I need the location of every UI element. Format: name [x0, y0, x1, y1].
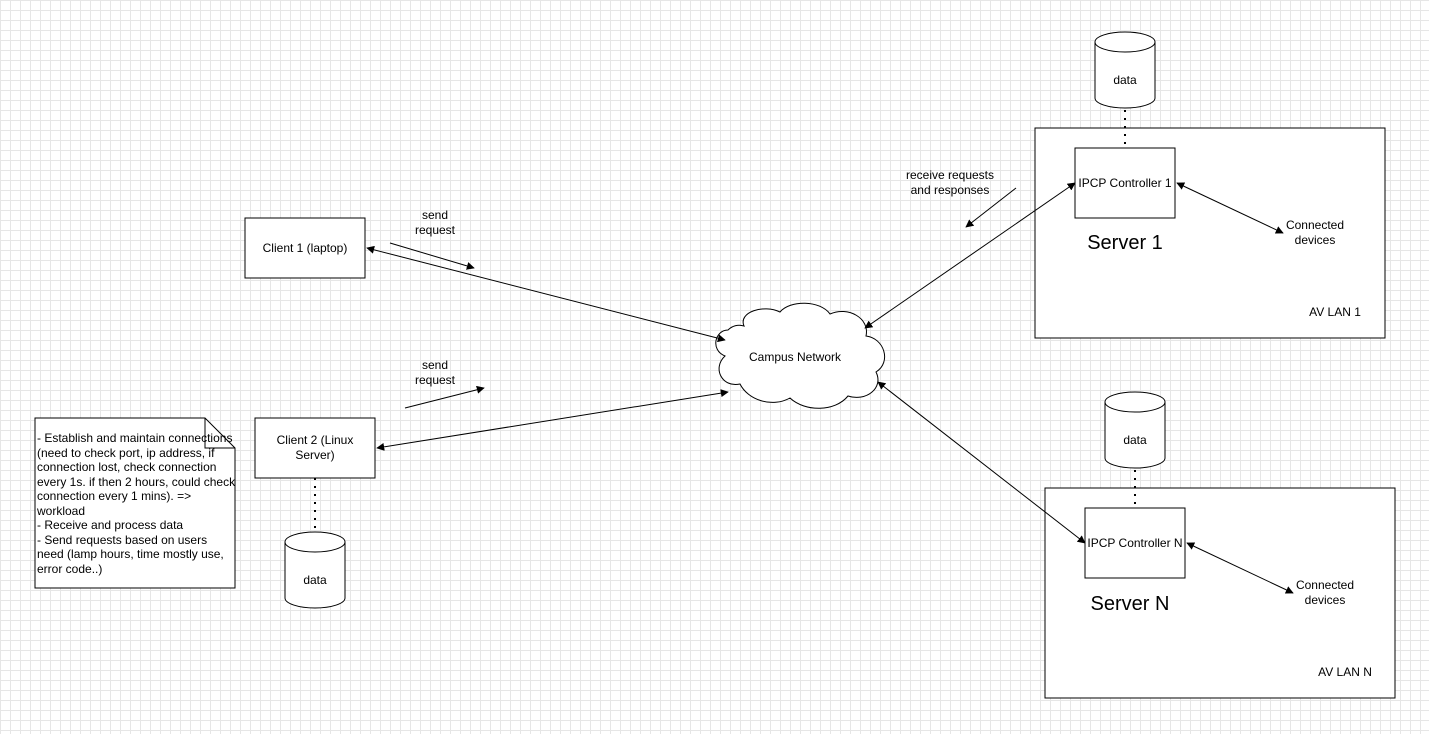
campus-network-cloud[interactable] [715, 302, 886, 409]
note-fold [204, 418, 235, 449]
client-1-box[interactable] [244, 217, 366, 279]
direction-arrow-send-2 [404, 385, 485, 409]
server-n-database[interactable] [1104, 391, 1166, 469]
av-lan-n-label: AV LAN N [1318, 665, 1372, 679]
server-1-database[interactable] [1094, 31, 1156, 109]
client-2-box[interactable] [254, 417, 376, 479]
ipcp-controller-1-box[interactable] [1074, 147, 1176, 219]
note-shape[interactable] [34, 417, 236, 589]
direction-arrow-send-1 [389, 242, 475, 270]
server-n-devices-label: Connected devices [1295, 578, 1355, 607]
server-1-db-label: data [1113, 72, 1137, 87]
client-2-database[interactable] [284, 531, 346, 609]
arrow-network-controller1[interactable] [864, 182, 1076, 329]
arrow-controller1-devices[interactable] [1176, 182, 1284, 234]
direction-arrow-receive [965, 187, 1017, 228]
campus-network-label: Campus Network [748, 350, 842, 364]
server-n-db-label: data [1123, 432, 1147, 447]
server-1-title: Server 1 [1087, 232, 1163, 254]
server-1-devices-label: Connected devices [1285, 218, 1345, 247]
receive-requests-label: receive requests and responses [905, 168, 995, 197]
client-1-label: Client 1 (laptop) [262, 240, 348, 255]
send-request-label-2: send request [414, 358, 456, 387]
note-text: - Establish and maintain connections (ne… [37, 431, 236, 576]
arrow-controllern-devices[interactable] [1186, 542, 1294, 594]
client-2-label: Client 2 (Linux Server) [276, 433, 354, 462]
ipcp-controller-n-label: IPCP Controller N [1087, 535, 1183, 550]
send-request-label-1: send request [414, 208, 456, 237]
arrow-client2-network[interactable] [376, 389, 729, 451]
arrow-client1-network[interactable] [366, 245, 726, 343]
arrow-network-controllern[interactable] [877, 381, 1086, 544]
av-lan-1-label: AV LAN 1 [1309, 305, 1361, 319]
client-2-db-label: data [303, 572, 327, 587]
ipcp-controller-n-box[interactable] [1084, 507, 1186, 579]
server-n-title: Server N [1090, 593, 1170, 615]
ipcp-controller-1-label: IPCP Controller 1 [1078, 175, 1172, 190]
